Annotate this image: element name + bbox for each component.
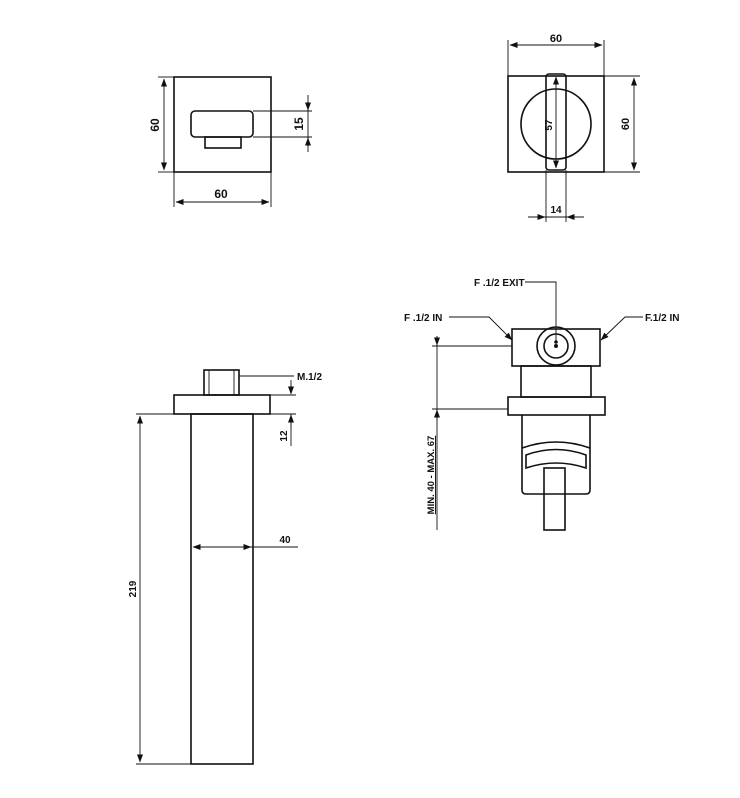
spout-height-dimension-label: 15	[292, 117, 306, 131]
spout-front-view: 60 60 15	[148, 76, 312, 207]
spout-side-plate	[173, 394, 271, 415]
exit-label: F .1/2 EXIT	[474, 278, 525, 289]
mixer-wall-plate	[507, 75, 605, 173]
depth-range-label: MIN. 40 - MAX. 67	[426, 436, 437, 515]
mixer-width-dimension-label: 60	[550, 33, 562, 45]
spout-side-view: M.1/2 12 40 219	[128, 369, 322, 765]
valve-side-view: F .1/2 EXIT F .1/2 IN F.1/2 IN MIN. 40 -…	[404, 278, 679, 531]
body-width-dimension-label: 40	[279, 535, 291, 546]
mixer-front-view: 60 60 57 14	[507, 33, 640, 222]
valve-wall-plate	[507, 396, 606, 416]
spout-wall-plate	[173, 76, 272, 173]
spout-side-body	[190, 413, 254, 765]
mixer-lever-handle	[545, 73, 567, 171]
in-left-leader-line	[449, 316, 513, 341]
valve-cartridge	[520, 365, 592, 398]
height-dimension-label: 60	[148, 118, 162, 132]
spout-length-dimension-label: 219	[128, 580, 139, 597]
mixer-height-dimension-label: 60	[620, 118, 632, 130]
spout-outlet-lip	[204, 136, 242, 149]
handle-length-dimension-label: 57	[544, 119, 555, 131]
plate-thickness-dimension-label: 12	[279, 430, 290, 442]
valve-lever	[543, 467, 566, 531]
handle-width-dimension-label: 14	[550, 205, 562, 216]
in-right-leader-line	[600, 316, 643, 341]
thread-label: M.1/2	[297, 372, 322, 383]
exit-leader-line	[525, 281, 557, 341]
in-right-label: F.1/2 IN	[645, 313, 679, 324]
width-dimension-label: 60	[214, 187, 228, 201]
spout-outlet-body	[190, 110, 254, 138]
valve-handle-cover	[521, 415, 591, 495]
in-left-label: F .1/2 IN	[404, 313, 442, 324]
